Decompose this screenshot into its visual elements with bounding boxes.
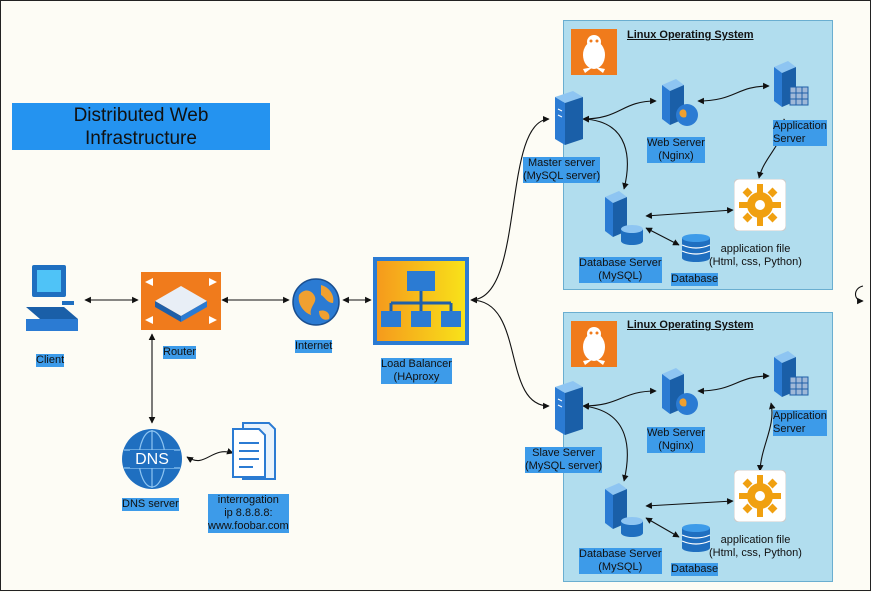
document-icon [232, 422, 276, 480]
load-balancer-icon [373, 257, 469, 345]
database-icon-1 [681, 234, 711, 262]
dbserver-db-link-2 [645, 517, 680, 538]
diagram-title: Distributed Web Infrastructure [12, 103, 270, 150]
dns-badge-text: DNS [135, 451, 169, 468]
router-icon [141, 272, 221, 330]
internet-globe-icon [292, 278, 340, 326]
master-dbserver-link [582, 115, 629, 190]
file-dbserver-link-2 [645, 498, 734, 509]
app-server-icon-1 [774, 61, 809, 107]
database-label-1: Database [671, 273, 719, 286]
app-server-icon-2 [774, 351, 809, 397]
web-app-link-2 [697, 372, 770, 395]
web-server-icon-1 [662, 79, 698, 126]
linux-tux-icon [571, 321, 617, 367]
master-web-link [582, 97, 657, 123]
app-file-gear-icon-1 [734, 179, 786, 231]
app-file-link-2 [756, 402, 776, 472]
slave-server-icon [555, 381, 583, 435]
dns-interrogation-link [186, 448, 234, 463]
db-server-label-2: Database Server (MySQL) [579, 548, 662, 574]
db-server-icon-1 [605, 191, 643, 245]
db-server-icon-2 [605, 483, 643, 537]
app-file-label-2: application file (Html, css, Python) [709, 534, 802, 559]
master-server-icon [555, 91, 583, 145]
web-server-label-2: Web Server (Nginx) [647, 427, 705, 453]
slave-web-link [582, 387, 657, 410]
file-dbserver-link-1 [645, 207, 734, 219]
os-title-slave: Linux Operating System [627, 319, 754, 331]
internet-label: Internet [295, 340, 333, 353]
os-title-master: Linux Operating System [627, 29, 754, 41]
router-label: Router [163, 346, 197, 359]
loop-arrow [854, 285, 864, 305]
web-server-label-1: Web Server (Nginx) [647, 137, 705, 163]
db-server-label-1: Database Server (MySQL) [579, 257, 662, 283]
app-server-label-1: Application Server [773, 120, 827, 146]
app-file-gear-icon-2 [734, 470, 786, 522]
app-file-label-1: application file (Html, css, Python) [709, 243, 802, 268]
app-server-label-2: Application Server [773, 410, 827, 436]
lb-master-link [470, 115, 550, 304]
web-server-icon-2 [662, 368, 698, 415]
lb-slave-link [470, 296, 550, 410]
dns-server-icon: DNS [122, 429, 182, 489]
slave-server-label: Slave Server (MySQL server) [525, 447, 603, 473]
client-computer-icon [26, 265, 78, 331]
linux-tux-icon [571, 29, 617, 75]
dbserver-db-link-1 [645, 227, 680, 246]
web-app-link-1 [697, 82, 770, 105]
database-icon-2 [681, 524, 711, 552]
load-balancer-label: Load Balancer (HAproxy [381, 358, 452, 384]
slave-dbserver-link [582, 403, 629, 482]
dns-server-label: DNS server [122, 498, 179, 511]
client-label: Client [36, 354, 65, 367]
master-server-label: Master server (MySQL server) [523, 157, 601, 183]
interrogation-label: interrogation ip 8.8.8.8: www.foobar.com [208, 494, 289, 533]
database-label-2: Database [671, 563, 719, 576]
